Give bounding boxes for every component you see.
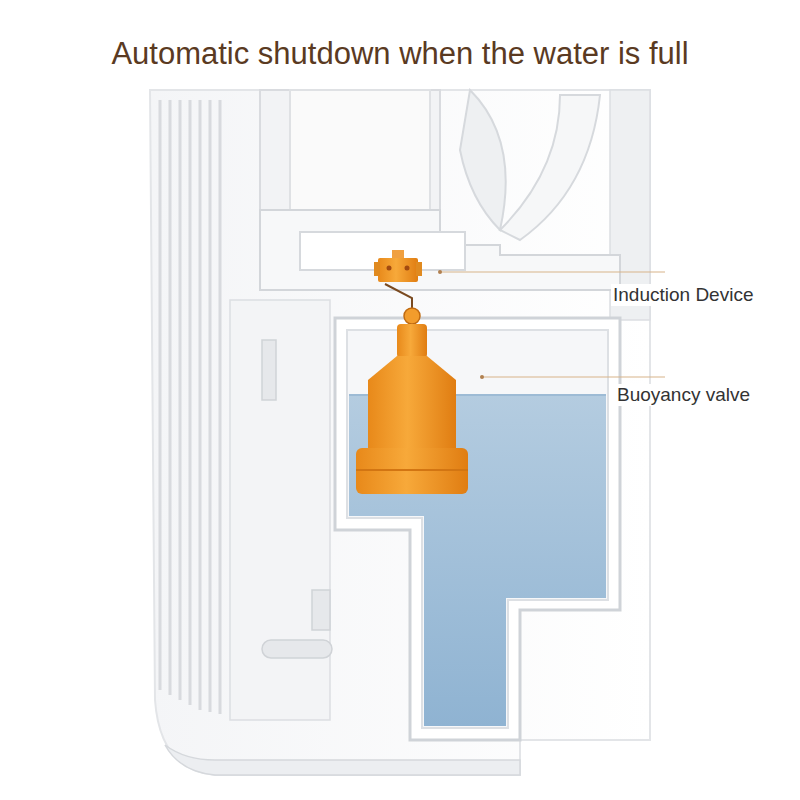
part-label: Induction Device (611, 284, 755, 306)
part-label: Buoyancy valve (615, 384, 752, 406)
diagram-title: Automatic shutdown when the water is ful… (111, 36, 688, 72)
